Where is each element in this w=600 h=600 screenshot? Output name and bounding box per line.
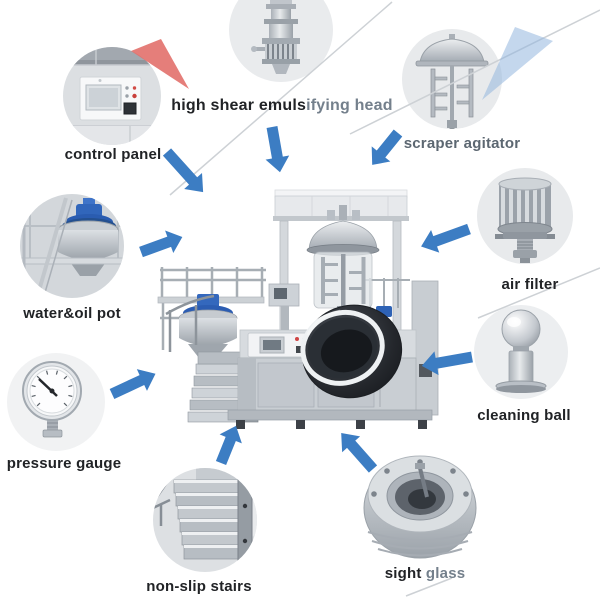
label-non-slip-stairs: non-slip stairs bbox=[146, 578, 252, 595]
sight-glass-photo bbox=[363, 455, 477, 559]
label-high-shear-emulsifying-head: high shear emulsifying head bbox=[171, 97, 393, 114]
label-control-panel: control panel bbox=[64, 146, 162, 163]
arrow-cleaning-ball-to-machine bbox=[421, 351, 473, 376]
lightblue-triangle-icon bbox=[482, 27, 553, 100]
label-cleaning-ball: cleaning ball bbox=[477, 407, 571, 424]
arrow-control-panel-to-machine bbox=[162, 148, 204, 193]
scraper-agitator-photo bbox=[402, 29, 502, 129]
arrow-high-shear-head-to-machine bbox=[265, 126, 290, 173]
pressure-gauge-photo bbox=[7, 353, 105, 451]
arrow-water-oil-pot-to-machine bbox=[139, 230, 183, 258]
arrow-air-filter-to-machine bbox=[421, 223, 471, 253]
arrow-sight-glass-to-machine bbox=[341, 433, 378, 473]
vacuum-emulsifying-machine-illustration bbox=[157, 189, 439, 429]
arrow-pressure-gauge-to-machine bbox=[109, 369, 156, 399]
arrow-non-slip-stairs-to-machine bbox=[215, 425, 242, 466]
label-scraper-agitator: scraper agitator bbox=[403, 135, 521, 152]
water-oil-pot-photo bbox=[20, 194, 124, 298]
arrow-scraper-agitator-to-machine bbox=[371, 129, 403, 165]
control-panel-photo bbox=[63, 47, 161, 145]
label-water-oil-pot: water&oil pot bbox=[23, 305, 121, 322]
non-slip-stairs-photo bbox=[153, 468, 257, 572]
high-shear-emulsifying-head-photo bbox=[229, 0, 333, 82]
label-pressure-gauge: pressure gauge bbox=[6, 455, 122, 472]
watermark-lines bbox=[169, 1, 600, 597]
air-filter-photo bbox=[477, 168, 573, 264]
cleaning-ball-photo bbox=[474, 305, 568, 399]
red-triangle-icon bbox=[131, 39, 189, 89]
label-air-filter: air filter bbox=[501, 276, 559, 293]
label-sight-glass: sight glass bbox=[384, 565, 466, 582]
